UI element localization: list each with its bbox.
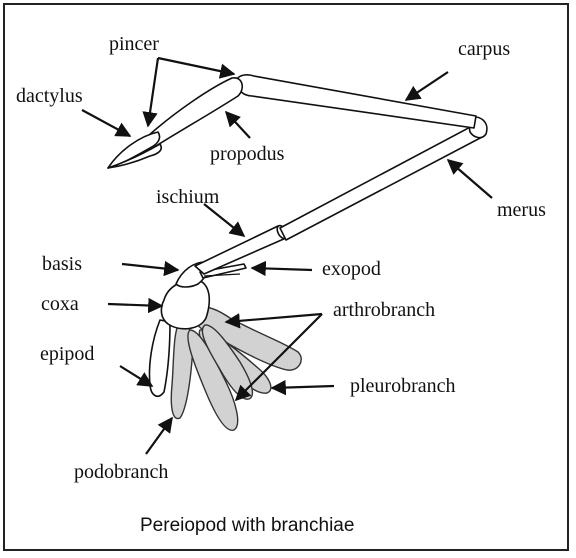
label-propodus: propodus: [210, 143, 285, 165]
label-basis: basis: [42, 253, 82, 275]
label-coxa: coxa: [41, 293, 79, 315]
label-dactylus: dactylus: [16, 85, 83, 107]
podobranch-arrow: [145, 416, 173, 455]
exopod-part: [199, 263, 247, 279]
propodus-part: [147, 77, 244, 147]
pincer-arrow-2: [157, 56, 236, 79]
merus-part: [279, 123, 485, 241]
label-carpus: carpus: [458, 38, 510, 60]
leg-segments: [107, 74, 488, 397]
arthrobranch-arrow-1: [224, 312, 323, 329]
carpus-arrow: [404, 71, 449, 101]
fixed-finger-part: [107, 143, 163, 169]
exopod-arrow: [250, 260, 313, 277]
epipod-part: [148, 319, 171, 397]
label-exopod: exopod: [322, 258, 381, 280]
label-arthrobranch: arthrobranch: [333, 299, 435, 321]
label-pleurobranch: pleurobranch: [350, 375, 456, 397]
pleurobranch-arrow: [270, 379, 335, 396]
label-podobranch: podobranch: [74, 461, 168, 483]
label-ischium: ischium: [156, 186, 220, 208]
label-merus: merus: [497, 199, 546, 221]
propodus-arrow: [224, 110, 251, 139]
label-pincer: pincer: [109, 33, 159, 55]
arthrobranch-arrow-2: [234, 313, 323, 402]
figure-caption: Pereiopod with branchiae: [140, 515, 354, 536]
epipod-arrow: [119, 365, 154, 387]
carpus-part: [235, 74, 477, 129]
part-labels: pincer dactylus propodus carpus merus is…: [16, 33, 546, 483]
basis-arrow: [121, 260, 180, 277]
label-epipod: epipod: [40, 343, 94, 365]
merus-arrow: [446, 158, 493, 199]
pointer-arrows: [81, 56, 493, 455]
gill-group: [170, 306, 302, 431]
coxa-arrow: [107, 297, 164, 314]
ischium-arrow: [203, 203, 246, 237]
pincer-arrow-1: [142, 57, 160, 128]
dactylus-arrow: [81, 109, 132, 137]
